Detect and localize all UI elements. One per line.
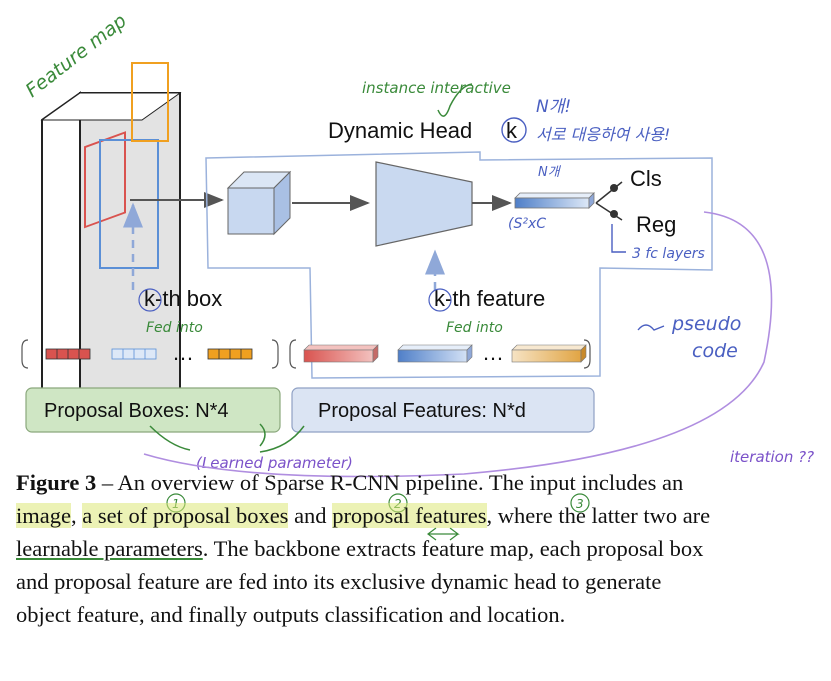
- caption-image: image: [16, 503, 71, 528]
- learned-parameter-note: (Learned parameter): [196, 454, 353, 472]
- kth-box-circle: [138, 288, 162, 312]
- caption-and: and: [288, 503, 333, 528]
- reg-label: Reg: [636, 212, 676, 237]
- cls-label: Cls: [630, 166, 662, 191]
- dynamic-head-block: [375, 161, 473, 247]
- iteration-loop: [143, 211, 773, 478]
- cls-node: [610, 184, 618, 192]
- roi-cube: [226, 170, 292, 236]
- caption-proposal-boxes: a set of proposal boxes: [82, 503, 289, 528]
- checkmark: [437, 83, 473, 117]
- caption-proposal-features: proposal features: [332, 503, 487, 528]
- iteration-note: iteration ??: [730, 448, 814, 466]
- pseudo-note: pseudo: [671, 313, 741, 335]
- fc-layers-note: 3 fc layers: [632, 246, 705, 262]
- dynamic-head-label: Dynamic Head: [328, 118, 472, 143]
- ellipsis-right: …: [482, 340, 504, 365]
- blue-box: [99, 139, 159, 269]
- learned-arrows: [149, 425, 305, 453]
- korean-line-note: 서로 대응하여 사용!: [536, 125, 670, 144]
- dynamic-head-outline: [205, 151, 713, 379]
- s2xc-note: (S²xC: [508, 216, 546, 232]
- proposal-features-panel: [291, 387, 595, 433]
- proposal-features-tensor: [289, 339, 591, 369]
- caption-part1: An overview of Sparse R-CNN pipeline. Th…: [117, 470, 684, 495]
- fed-into-left: Fed into: [146, 320, 203, 336]
- caption-comma1: ,: [70, 503, 83, 528]
- proposal-boxes-tensor: [21, 339, 279, 369]
- n-count-note: N개: [538, 165, 562, 180]
- ellipsis-left: …: [172, 340, 194, 365]
- proposal-boxes-panel: [25, 387, 281, 433]
- circle-num-3: [570, 493, 590, 513]
- kth-box-label: k-th box: [144, 286, 222, 311]
- cls-branch: [595, 181, 623, 204]
- figure-caption: Figure 3 – An overview of Sparse R-CNN p…: [16, 466, 716, 631]
- caption-dash: –: [96, 470, 118, 495]
- caption-part2: , where the latter two are: [486, 503, 711, 528]
- kth-feature-label: k-th feature: [434, 286, 545, 311]
- proposal-boxes-label: Proposal Boxes: N*4: [44, 400, 229, 422]
- feature-map-annotation: Feature map: [22, 10, 131, 102]
- korean-top-note: N개!: [536, 97, 571, 117]
- reg-node: [610, 210, 618, 218]
- object-feature-bar: [514, 192, 595, 209]
- kth-feature-circle: [428, 288, 452, 312]
- fed-into-right: Fed into: [446, 320, 503, 336]
- fc-arrow-mark: [611, 224, 626, 253]
- pseudo-arrow: [637, 324, 665, 331]
- orange-box: [131, 62, 169, 142]
- feature-map-slab: [40, 62, 182, 429]
- dynamic-head-k: k: [506, 118, 518, 143]
- instance-interactive-note: instance interactive: [362, 79, 511, 97]
- reg-branch: [595, 202, 623, 221]
- caption-part3: . The backbone extracts feature map, eac…: [16, 536, 704, 627]
- k-circle-mark: [501, 117, 527, 143]
- caption-learnable: learnable parameters: [16, 536, 203, 561]
- code-note: code: [692, 340, 738, 362]
- circle-num-3-text: 3: [576, 497, 584, 511]
- proposal-features-label: Proposal Features: N*d: [318, 400, 526, 422]
- caption-label: Figure 3: [16, 470, 97, 495]
